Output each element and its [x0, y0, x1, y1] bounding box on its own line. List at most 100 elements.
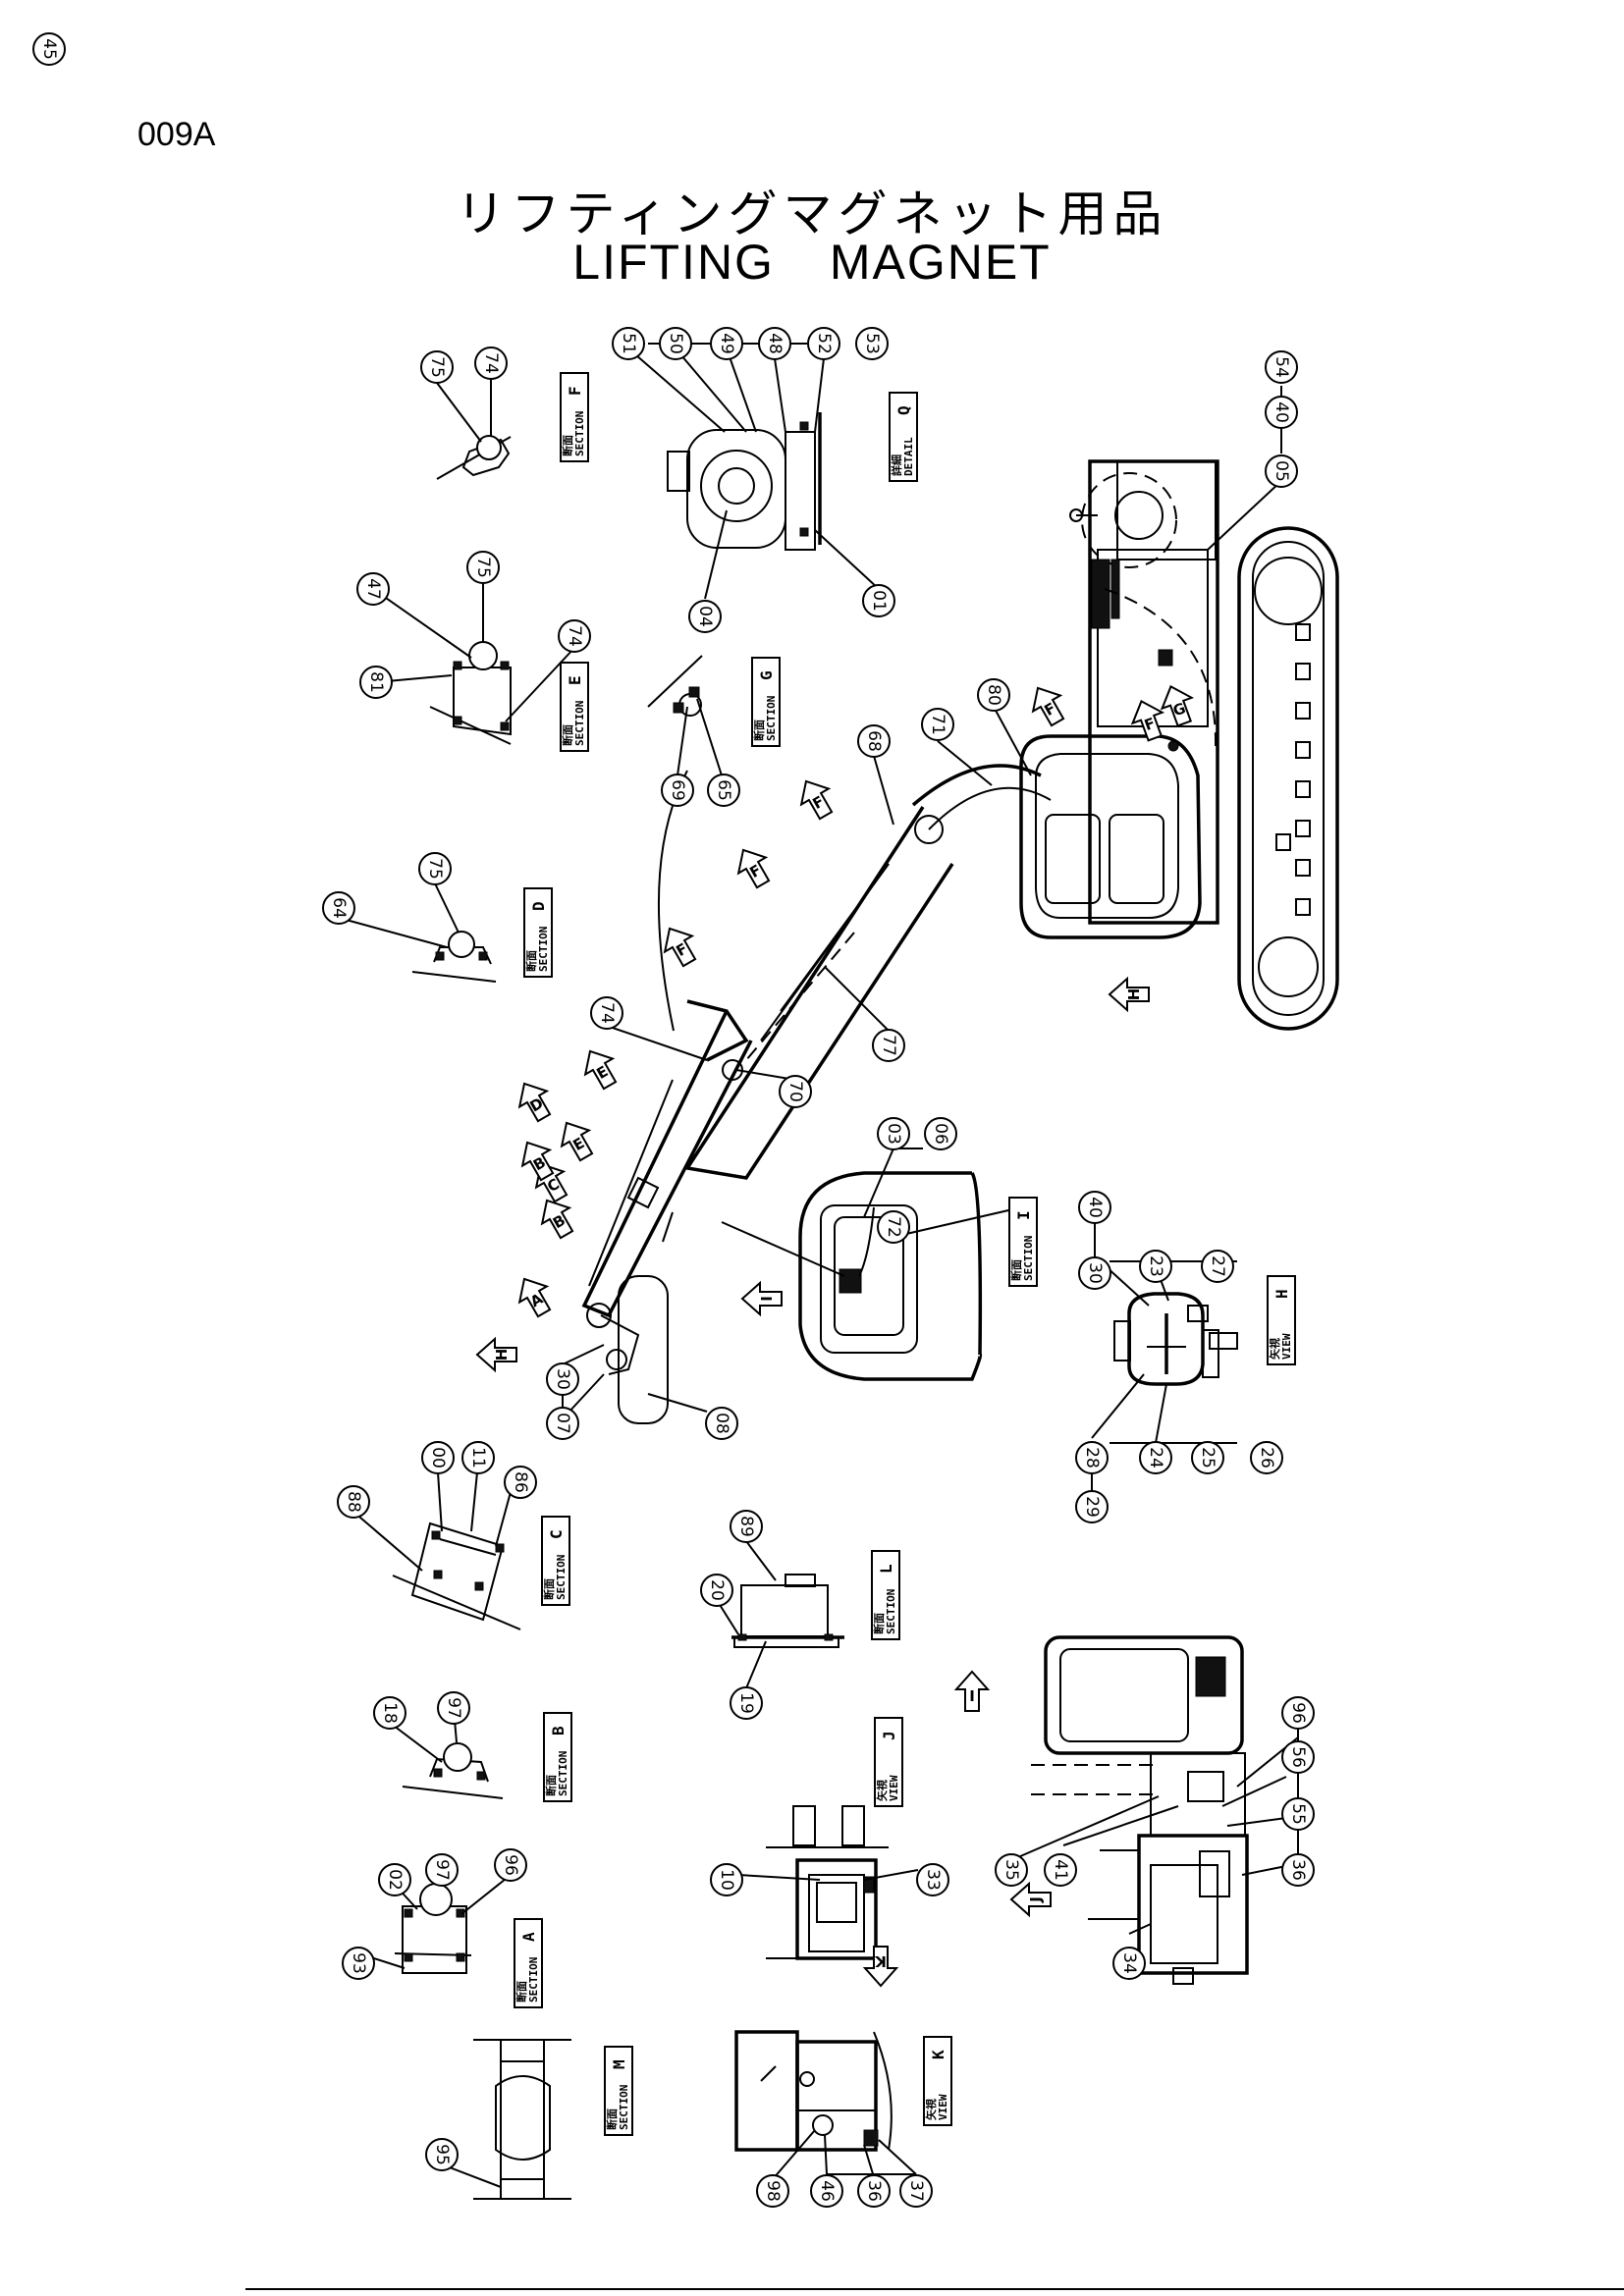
callout-97: 97	[437, 1691, 470, 1725]
view-arrow-b: B	[520, 1141, 555, 1182]
callout-20: 20	[700, 1574, 733, 1607]
callout-50: 50	[659, 327, 692, 360]
callout-number: 46	[817, 2180, 837, 2202]
callout-52: 52	[807, 327, 840, 360]
callout-37: 37	[899, 2174, 933, 2208]
callout-number: 68	[864, 730, 884, 752]
callout-30: 30	[546, 1362, 579, 1396]
callout-number: 34	[1119, 1952, 1139, 1974]
callout-number: 93	[349, 1952, 368, 1974]
callout-number: 23	[1146, 1255, 1165, 1277]
view-arrow-b: B	[540, 1199, 574, 1240]
section-letter: K	[929, 2050, 947, 2059]
callout-number: 69	[668, 779, 687, 801]
callout-number: 55	[1288, 1803, 1308, 1825]
callout-29: 29	[1075, 1490, 1109, 1523]
section-word: SECTION	[527, 1957, 540, 2002]
section-letter: B	[549, 1726, 568, 1735]
view-arrow-e: E	[560, 1121, 594, 1162]
view-arrow-f: F	[1130, 699, 1165, 742]
callout-70: 70	[779, 1075, 812, 1108]
callout-30: 30	[1078, 1256, 1111, 1290]
callout-01: 01	[862, 584, 895, 617]
callout-number: 51	[619, 333, 638, 354]
view-arrow-letter: H	[493, 1349, 511, 1362]
callout-51: 51	[612, 327, 645, 360]
view-arrow-e: E	[583, 1049, 618, 1091]
view-arrow-h: H	[475, 1336, 517, 1373]
section-kanji: 断面	[542, 1578, 556, 1600]
section-letter: D	[529, 901, 548, 911]
callout-53: 53	[855, 327, 889, 360]
callout-number: 36	[864, 2180, 884, 2202]
callout-number: 74	[481, 352, 501, 374]
section-kanji: 詳細	[890, 454, 903, 476]
view-arrow-letter: I	[969, 1687, 975, 1705]
callout-number: 54	[1272, 356, 1291, 378]
detail-view-j	[1031, 1635, 1249, 1985]
section-kanji: 断面	[561, 435, 574, 456]
section-word: SECTION	[537, 927, 550, 972]
callout-number: 18	[380, 1702, 400, 1724]
view-arrow-letter: G	[1170, 699, 1188, 720]
detail-section-d	[411, 931, 497, 983]
view-arrow-h: H	[1108, 976, 1150, 1013]
detail-view-j-bracket	[766, 1805, 889, 1960]
callout-number: 08	[712, 1413, 731, 1434]
callout-89: 89	[730, 1510, 763, 1543]
section-kanji: 断面	[1009, 1259, 1023, 1281]
callout-86: 86	[504, 1466, 537, 1499]
callout-number: 00	[428, 1447, 448, 1468]
view-arrow-f: F	[799, 779, 834, 821]
section-kanji: 矢視	[924, 2099, 938, 2120]
detail-section-l	[731, 1574, 844, 1648]
section-letter: C	[547, 1529, 566, 1539]
callout-07: 07	[546, 1407, 579, 1440]
section-letter: A	[519, 1932, 538, 1942]
callout-number: 27	[1208, 1255, 1227, 1277]
section-kanji: 断面	[561, 724, 574, 746]
view-arrow-d: D	[517, 1082, 552, 1123]
section-letter: E	[566, 675, 584, 685]
section-word: VIEW	[1280, 1333, 1293, 1360]
callout-number: 02	[385, 1869, 405, 1891]
section-word: SECTION	[555, 1555, 568, 1600]
view-arrow-i: I	[953, 1670, 991, 1712]
section-kanji: 断面	[752, 720, 766, 741]
callout-number: 20	[707, 1579, 727, 1601]
callout-71: 71	[921, 708, 954, 741]
callout-number: 10	[717, 1869, 736, 1891]
callout-number: 71	[928, 714, 947, 735]
callout-46: 46	[810, 2174, 843, 2208]
view-arrow-g: G	[1160, 684, 1195, 727]
callout-55: 55	[1281, 1797, 1315, 1831]
callout-33: 33	[916, 1863, 949, 1896]
callout-number: 96	[501, 1854, 520, 1876]
callout-number: 81	[366, 671, 386, 693]
callout-number: 50	[666, 333, 685, 354]
callout-number: 80	[984, 684, 1003, 706]
detail-section-b	[402, 1742, 504, 1799]
section-letter: M	[610, 2059, 628, 2069]
view-arrow-f: F	[736, 848, 771, 889]
detail-section-i	[798, 1171, 983, 1381]
section-letter: L	[877, 1564, 895, 1574]
callout-23: 23	[1139, 1250, 1172, 1283]
view-arrow-letter: K	[874, 1952, 887, 1970]
callout-number: 64	[329, 897, 349, 919]
section-word: SECTION	[885, 1589, 897, 1634]
callout-number: 24	[1146, 1447, 1165, 1468]
callout-number: 03	[884, 1123, 903, 1145]
callout-34: 34	[1112, 1947, 1146, 1980]
callout-number: 30	[1085, 1262, 1105, 1284]
callout-45: 45	[32, 32, 66, 66]
section-word: SECTION	[765, 696, 778, 741]
callout-number: 89	[736, 1516, 756, 1537]
section-letter: Q	[894, 405, 913, 415]
